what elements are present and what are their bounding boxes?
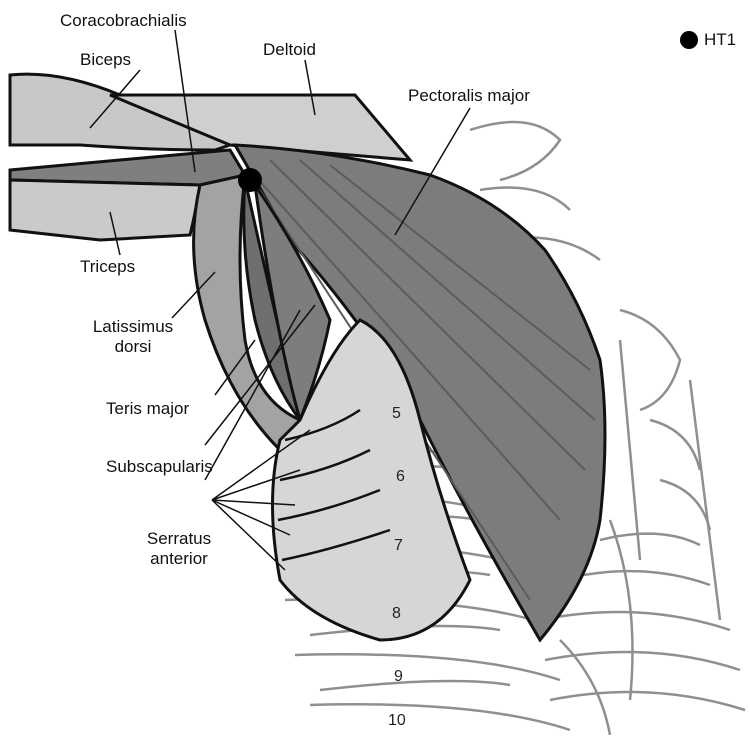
- label-serratus-anterior: Serratus anterior: [134, 529, 224, 569]
- label-deltoid: Deltoid: [263, 40, 316, 60]
- label-teres-major: Teris major: [106, 399, 189, 419]
- label-latissimus-line2: dorsi: [78, 337, 188, 357]
- legend-label: HT1: [704, 30, 736, 50]
- rib-number: 5: [392, 405, 401, 423]
- triceps-muscle: [10, 180, 200, 240]
- label-coracobrachialis: Coracobrachialis: [60, 11, 187, 31]
- legend: HT1: [680, 30, 736, 50]
- ht1-marker: [238, 168, 262, 192]
- legend-marker-dot: [680, 31, 698, 49]
- label-latissimus-dorsi: Latissimus dorsi: [78, 317, 188, 357]
- label-serratus-line1: Serratus: [134, 529, 224, 549]
- label-serratus-line2: anterior: [134, 549, 224, 569]
- label-latissimus-line1: Latissimus: [78, 317, 188, 337]
- rib-number: 6: [396, 468, 405, 486]
- label-triceps: Triceps: [80, 257, 135, 277]
- rib-number: 10: [388, 712, 406, 730]
- rib-number: 9: [394, 668, 403, 686]
- label-pectoralis-major: Pectoralis major: [408, 86, 530, 106]
- rib-number: 7: [394, 537, 403, 555]
- label-subscapularis: Subscapularis: [106, 457, 213, 477]
- rib-number: 8: [392, 605, 401, 623]
- label-biceps: Biceps: [80, 50, 131, 70]
